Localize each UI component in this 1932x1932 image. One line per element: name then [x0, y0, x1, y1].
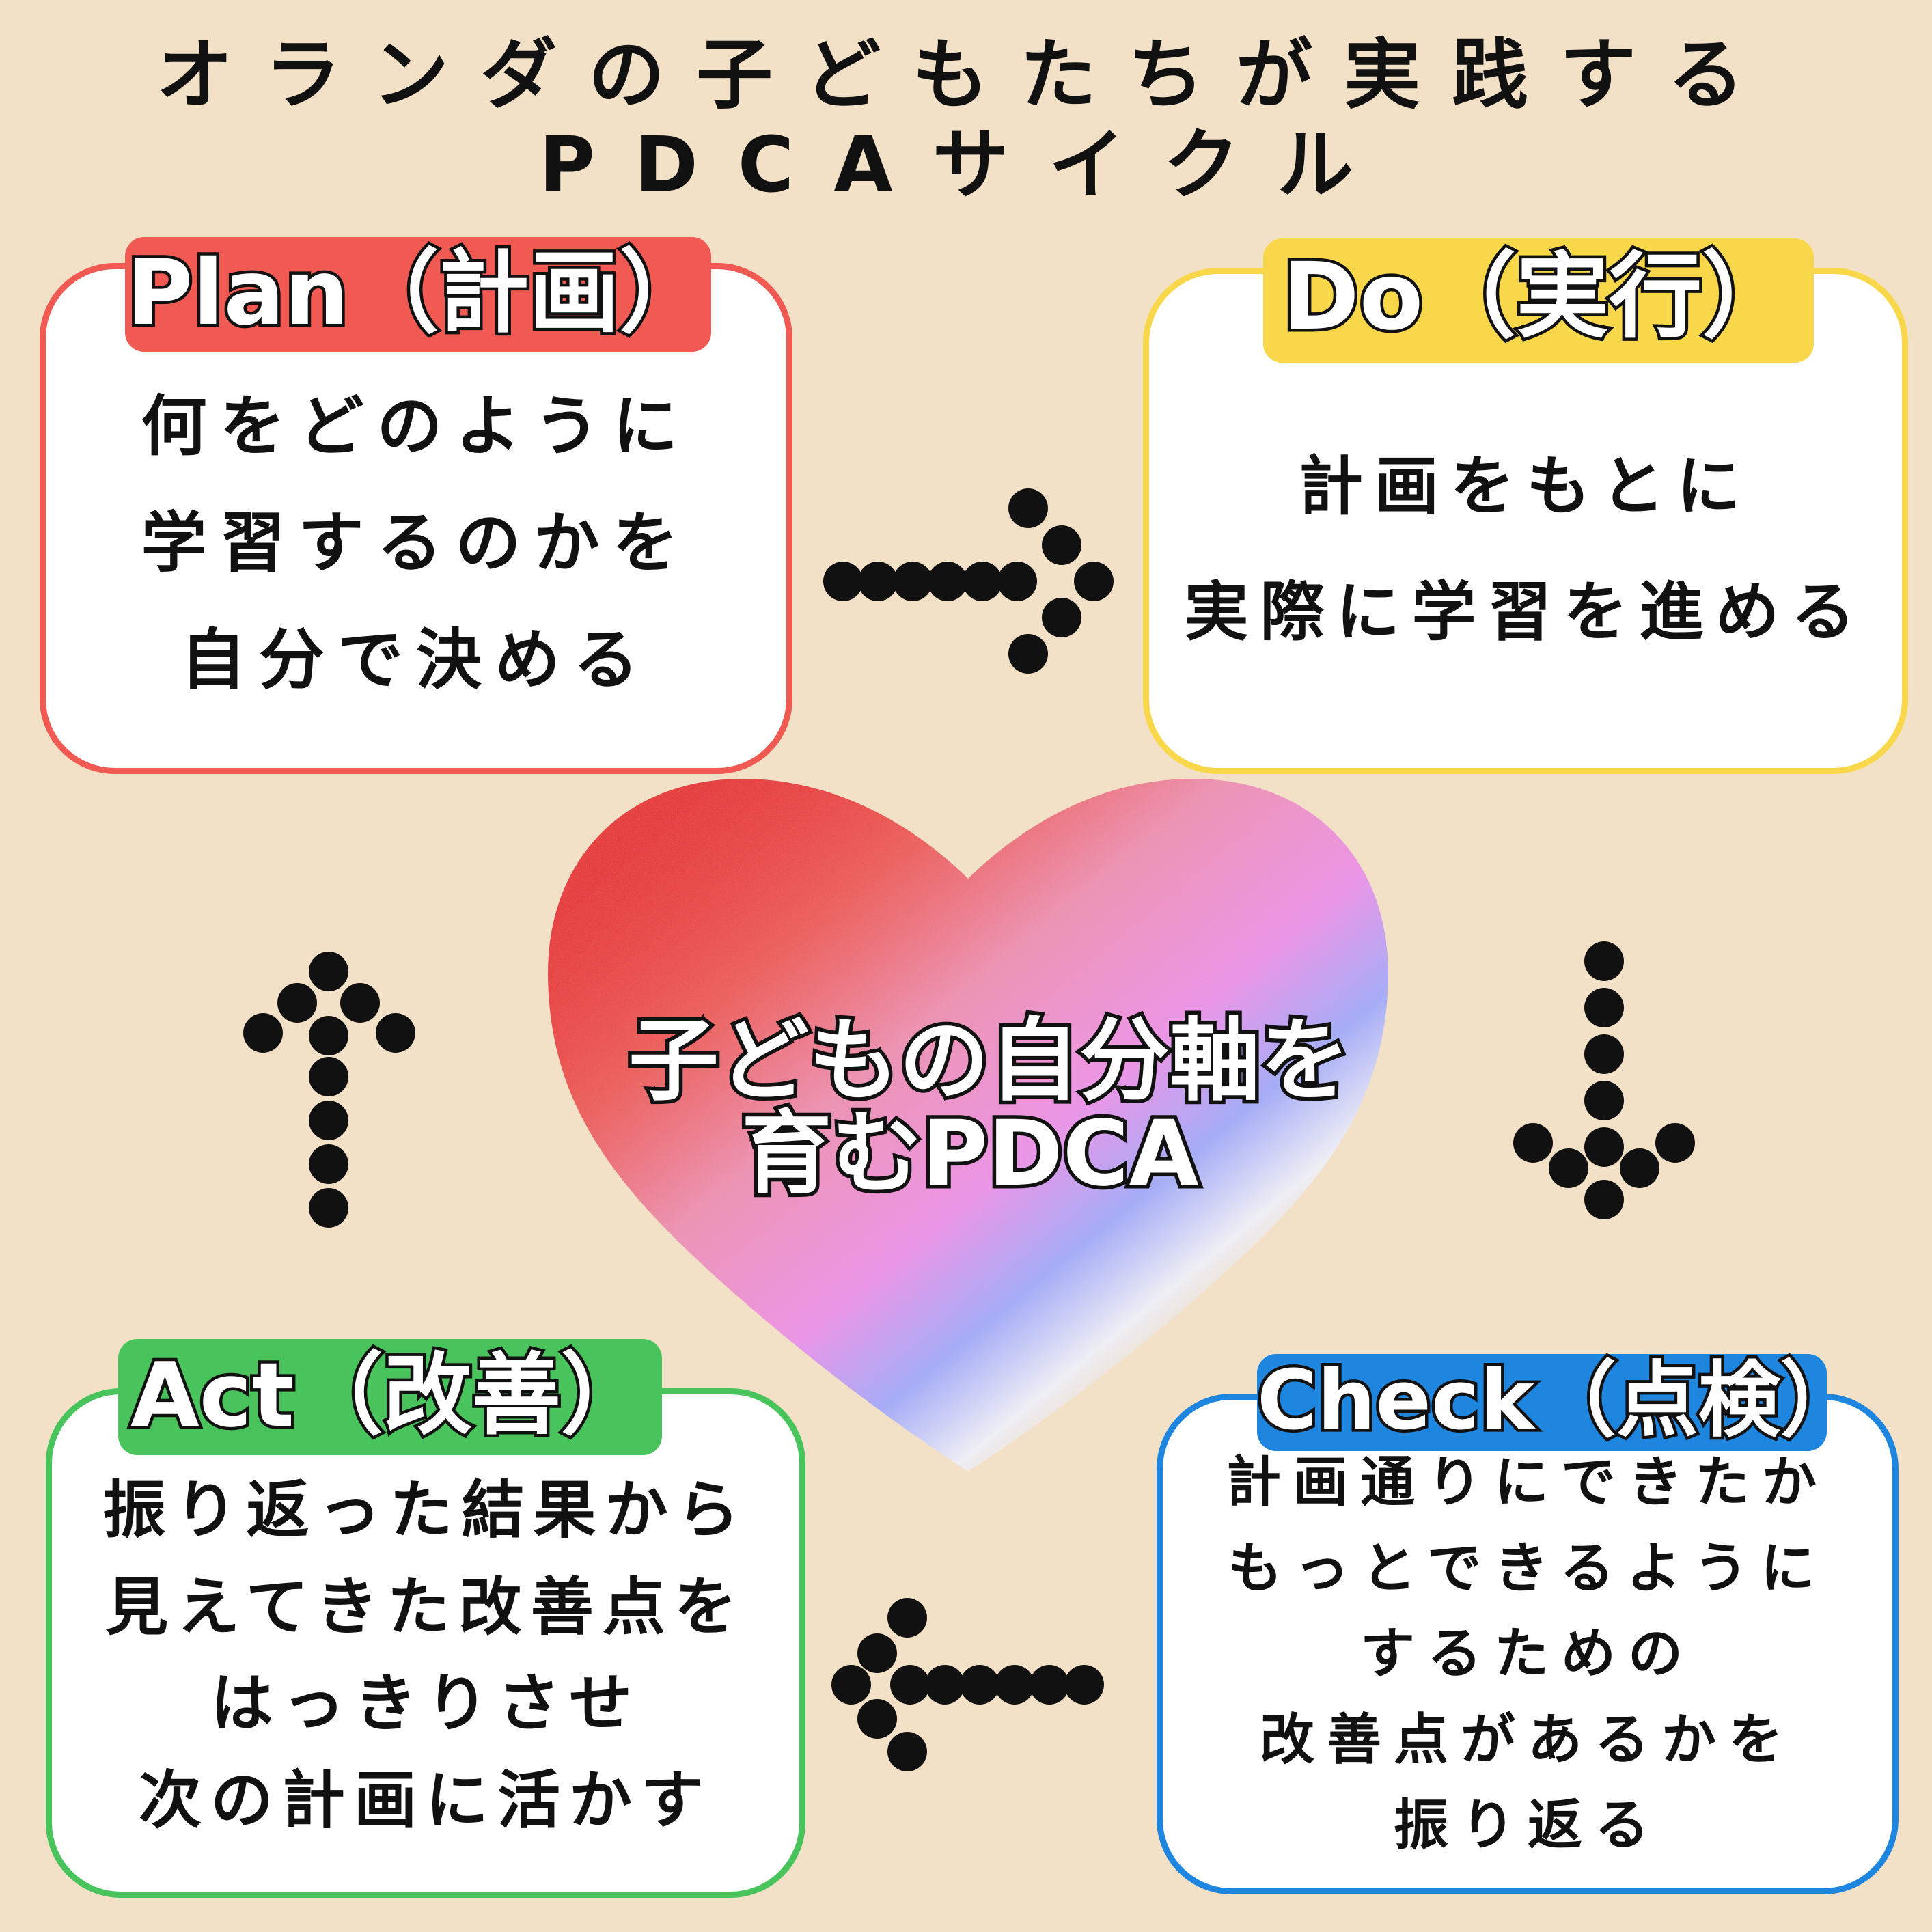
check-description-line-1: 計画通りにできたか [1226, 1450, 1829, 1514]
plan-description-line-2: 学習するのかを [141, 504, 691, 581]
plan-description: 何をどのように 学習するのかを 自分で決める [46, 368, 786, 719]
page-title-line-2: PDCAサイクル [538, 121, 1394, 210]
check-label: Check（点検） [1254, 1354, 1865, 1451]
plan-description-line-1: 何をどのように [141, 388, 691, 465]
act-description-line-3: はっきりさせ [210, 1667, 641, 1741]
center-heart-text-line-1: 子どもの自分軸を [625, 1008, 1354, 1114]
center-heart-shape [547, 779, 1389, 1472]
dot-arrow-left-icon [831, 1598, 1104, 1771]
check-description-line-3: するための [1360, 1622, 1695, 1686]
do-description-line-2: 実際に学習を進める [1184, 575, 1867, 650]
act-description-line-4: 次の計画に活かす [138, 1764, 713, 1838]
do-label: Do（実行） [1263, 238, 1814, 363]
heart-fill [547, 779, 1389, 1472]
dot-arrow-up-icon [243, 952, 415, 1228]
plan-description-line-3: 自分で決める [180, 621, 652, 698]
check-description-line-4: 改善点があるかを [1260, 1707, 1795, 1771]
act-label: Act（改善） [118, 1339, 662, 1455]
check-card: 計画通りにできたか もっとできるように するための 改善点があるかを 振り返る [1157, 1394, 1899, 1894]
check-description-line-2: もっとできるように [1228, 1536, 1827, 1600]
check-description: 計画通りにできたか もっとできるように するための 改善点があるかを 振り返る [1163, 1439, 1892, 1868]
do-description-line-1: 計画をもとに [1298, 450, 1753, 524]
act-description-line-1: 振り返った結果から [102, 1474, 749, 1547]
center-heart-text-line-2: 育むPDCA [738, 1101, 1202, 1206]
check-description-line-5: 振り返る [1394, 1793, 1661, 1858]
do-description: 計画をもとに 実際に学習を進める [1149, 424, 1902, 676]
dot-arrow-right-icon [823, 488, 1114, 674]
act-card: 振り返った結果から 見えてきた改善点を はっきりさせ 次の計画に活かす [46, 1388, 805, 1898]
plan-label: Plan（計画） [124, 237, 713, 352]
act-description: 振り返った結果から 見えてきた改善点を はっきりさせ 次の計画に活かす [52, 1462, 799, 1849]
act-description-line-2: 見えてきた改善点を [105, 1570, 746, 1644]
center-heart-text: 子どもの自分軸を 育むPDCA [625, 1008, 1354, 1206]
dot-arrow-down-icon [1513, 941, 1695, 1219]
page-title-line-1: オランダの子どもたちが実践する [156, 31, 1776, 120]
